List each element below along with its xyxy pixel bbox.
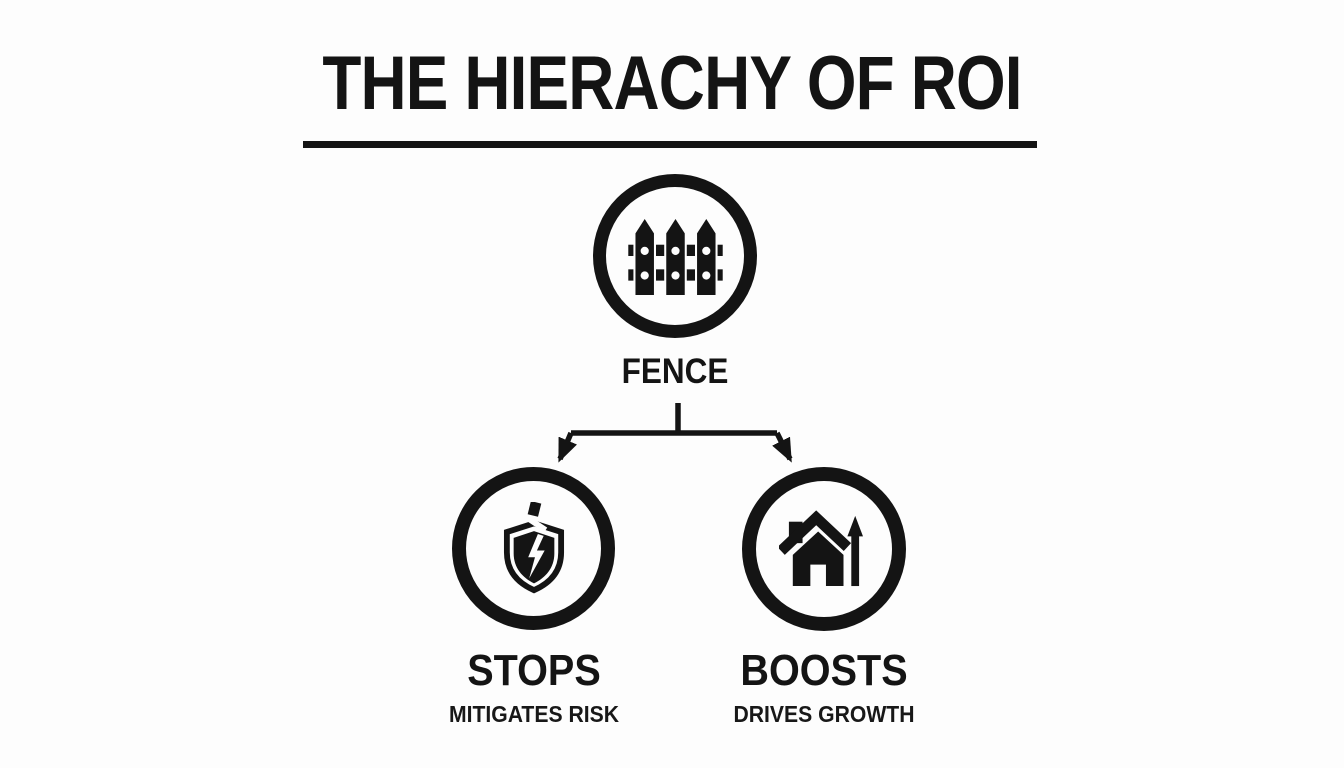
stops-node-label: STOPS (467, 646, 601, 695)
house-growth-arrow-icon (779, 510, 869, 588)
root-node-circle (593, 174, 757, 338)
root-node-label: FENCE (621, 352, 729, 391)
stops-node-sublabel: MITIGATES RISK (448, 701, 620, 727)
boosts-node-circle (742, 467, 906, 631)
page-title: THE HIERACHY OF ROI (322, 41, 1022, 126)
boosts-node-label: BOOSTS (740, 646, 908, 695)
fence-icon (627, 217, 723, 295)
boosts-node-sublabel: DRIVES GROWTH (733, 701, 915, 727)
shield-lightning-icon (499, 502, 569, 595)
title-underline (303, 141, 1037, 148)
stops-node-circle (452, 467, 615, 630)
